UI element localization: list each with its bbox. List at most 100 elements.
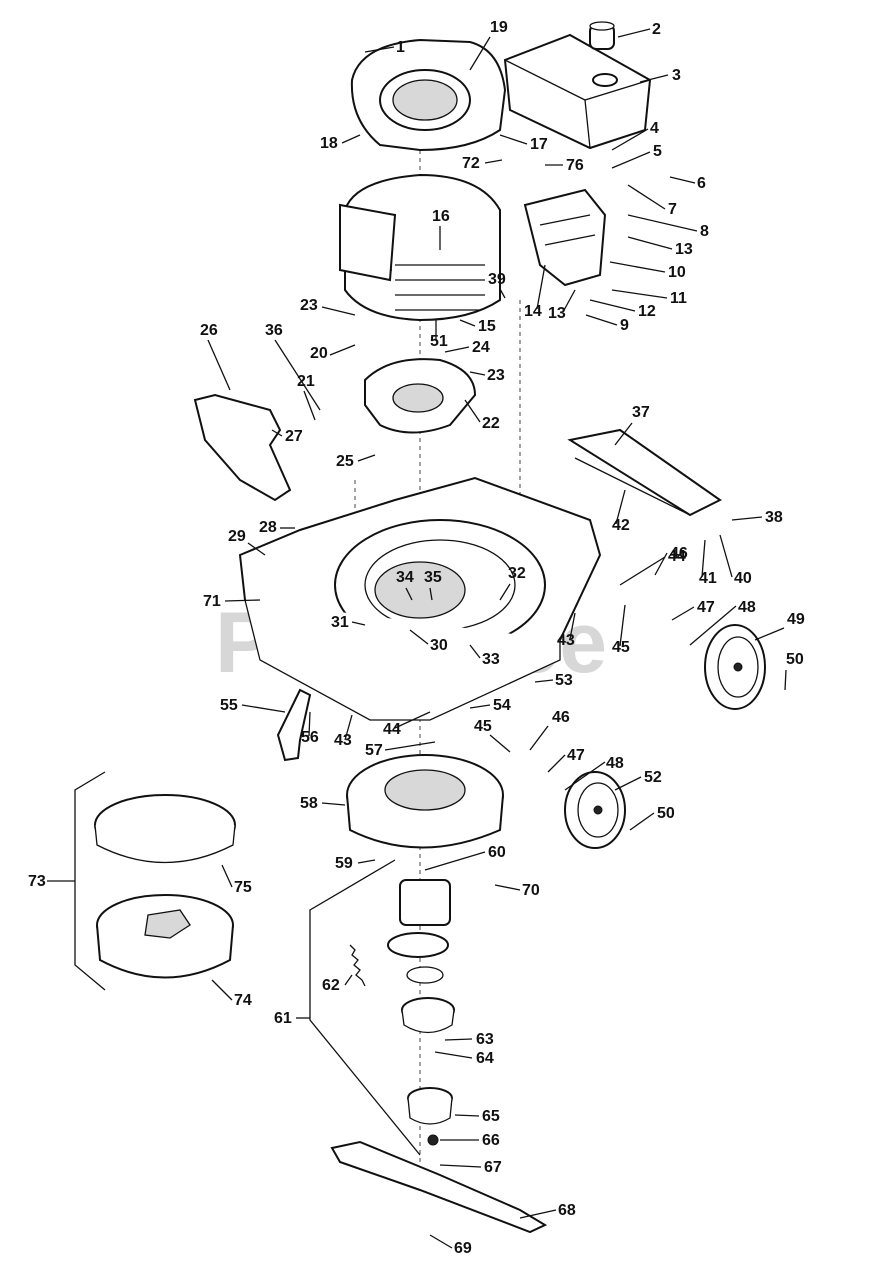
leader-line-9 [585, 314, 618, 326]
leader-line-30 [409, 629, 429, 645]
flywheel-plate [364, 358, 477, 434]
part-label-70: 70 [522, 882, 540, 899]
leader-line-24 [444, 346, 470, 353]
leader-line-52 [614, 776, 642, 791]
part-label-30: 30 [430, 637, 448, 654]
leader-line-68 [519, 1209, 557, 1219]
part-label-23b: 23 [487, 367, 505, 384]
part-label-20: 20 [310, 345, 328, 362]
leader-line-6 [669, 176, 696, 184]
part-label-46b: 46 [552, 709, 570, 726]
part-label-69: 69 [454, 1240, 472, 1257]
leader-line-17 [499, 134, 528, 145]
leader-line-15 [459, 319, 476, 327]
part-label-13b: 13 [548, 305, 566, 322]
leader-line-36 [274, 339, 321, 411]
leader-line-32 [499, 583, 511, 601]
part-label-25: 25 [336, 453, 354, 470]
leader-line-44a [619, 556, 666, 586]
leader-line-38 [731, 516, 763, 521]
part-label-19: 19 [490, 19, 508, 36]
leader-line-42 [615, 489, 626, 525]
leader-line-59 [357, 859, 376, 864]
leader-line-43b [344, 714, 353, 741]
leader-line-3 [639, 74, 669, 83]
part-label-43a: 43 [557, 632, 575, 649]
part-label-11: 11 [670, 290, 687, 307]
leader-line-56 [308, 711, 311, 737]
leader-line-34 [405, 587, 413, 601]
leader-line-48a [689, 605, 737, 646]
part-label-2: 2 [652, 21, 661, 38]
part-label-45a: 45 [612, 639, 630, 656]
leader-line-40 [719, 534, 733, 578]
part-label-53: 53 [555, 672, 573, 689]
part-label-57: 57 [365, 742, 383, 759]
part-label-32: 32 [508, 565, 526, 582]
part-label-44a: 44 [668, 548, 686, 565]
part-label-76: 76 [566, 157, 584, 174]
leader-line-74 [211, 979, 233, 1001]
leader-line-70 [494, 884, 521, 891]
leader-line-47a [671, 606, 695, 621]
leader-line-12 [589, 299, 636, 312]
leader-line-25 [357, 454, 376, 462]
leader-line-23b [469, 371, 486, 376]
part-label-59: 59 [335, 855, 353, 872]
leader-line-1 [364, 46, 395, 53]
leader-line-13a [627, 236, 673, 250]
leader-line-46a [654, 552, 668, 576]
part-label-65: 65 [482, 1108, 500, 1125]
leader-line-45b [489, 734, 511, 753]
leader-line-19 [469, 36, 491, 71]
part-label-62: 62 [322, 977, 340, 994]
leader-line-26 [207, 339, 231, 391]
part-label-7: 7 [668, 201, 677, 218]
engine-shroud [350, 38, 507, 152]
part-label-8: 8 [700, 223, 709, 240]
part-label-60: 60 [488, 844, 506, 861]
part-label-48b: 48 [606, 755, 624, 772]
leader-line-20 [329, 344, 356, 356]
part-label-51: 51 [430, 333, 448, 350]
part-label-41: 41 [699, 570, 717, 587]
leader-line-55 [241, 704, 286, 713]
part-label-50b: 50 [657, 805, 675, 822]
blade-adapter-stack [387, 879, 455, 1146]
part-label-45b: 45 [474, 718, 492, 735]
part-label-50a: 50 [786, 651, 804, 668]
leader-line-65 [454, 1114, 480, 1117]
part-label-35: 35 [424, 569, 442, 586]
part-label-18: 18 [320, 135, 338, 152]
fuel-cap [589, 21, 615, 50]
part-label-39: 39 [488, 271, 506, 288]
part-label-6: 6 [697, 175, 706, 192]
baffle-ring [94, 794, 236, 864]
leader-line-41 [701, 539, 706, 578]
part-label-15: 15 [478, 318, 496, 335]
part-label-27: 27 [285, 428, 303, 445]
part-label-55: 55 [220, 697, 238, 714]
leader-line-39 [499, 288, 506, 299]
leader-line-64 [434, 1051, 473, 1059]
leader-line-69 [429, 1234, 453, 1249]
leader-line-45a [619, 604, 626, 647]
leader-line-67 [439, 1164, 482, 1168]
leader-line-57 [384, 741, 436, 751]
part-label-49: 49 [787, 611, 805, 628]
mower-deck [238, 476, 602, 721]
part-label-67: 67 [484, 1159, 502, 1176]
bracket-61 [309, 859, 421, 1156]
part-label-26: 26 [200, 322, 218, 339]
part-label-34: 34 [396, 569, 414, 586]
part-labels: 1234567891011121313141516171819202122232… [28, 19, 805, 1257]
side-guard [193, 393, 292, 502]
rear-wheel [704, 624, 766, 710]
part-label-38: 38 [765, 509, 783, 526]
leader-line-47b [547, 754, 566, 773]
leader-line-71 [224, 599, 261, 602]
leader-line-11 [611, 289, 668, 299]
handle-bracket [276, 688, 312, 762]
part-label-16: 16 [432, 208, 450, 225]
part-label-72: 72 [462, 155, 480, 172]
